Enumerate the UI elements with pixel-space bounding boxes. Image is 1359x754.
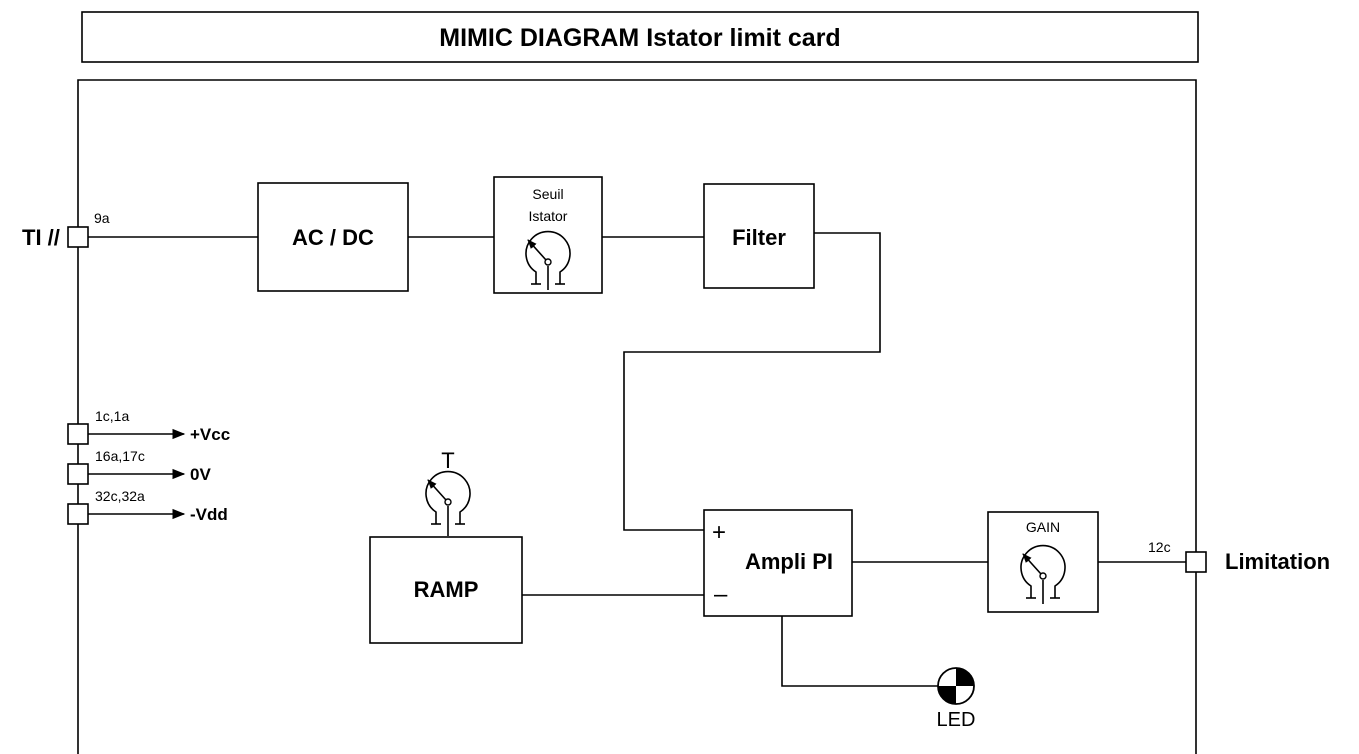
wire-ampli-led [781, 616, 938, 687]
led-label: LED [937, 709, 976, 731]
acdc-label: AC / DC [292, 225, 374, 250]
vdd-pin-label: 32c,32a [95, 488, 145, 504]
ramp-label: RAMP [414, 577, 479, 602]
ramp-potentiometer-icon [425, 470, 471, 536]
power-vdd: 32c,32a -Vdd [67, 488, 228, 525]
limitation-output-connector [1185, 551, 1207, 573]
gain-label: GAIN [1026, 519, 1060, 535]
diagram-title: MIMIC DIAGRAM Istator limit card [439, 24, 840, 52]
0v-signal-label: 0V [190, 465, 211, 484]
ti-input-connector [67, 226, 89, 248]
0v-pin-label: 16a,17c [95, 448, 145, 464]
ampli-minus-sign: – [714, 581, 728, 608]
output-pin-label: 12c [1148, 539, 1171, 555]
wire-filter-ampli [623, 232, 881, 531]
ampli-pi-label: Ampli PI [745, 549, 833, 574]
ampli-plus-sign: + [712, 519, 726, 546]
seuil-potentiometer-icon [525, 230, 571, 290]
title-banner [81, 11, 1199, 63]
vdd-signal-label: -Vdd [190, 505, 228, 524]
led-indicator-icon [937, 667, 975, 705]
filter-label: Filter [732, 225, 786, 250]
vcc-pin-label: 1c,1a [95, 408, 129, 424]
seuil-label-2: Istator [529, 208, 568, 224]
ti-input-label: TI // [22, 225, 60, 250]
ampli-pi-block [703, 509, 853, 617]
filter-block [703, 183, 815, 289]
gain-potentiometer-icon [1020, 544, 1066, 604]
acdc-block [257, 182, 409, 292]
card-outline [77, 79, 1197, 754]
vcc-signal-label: +Vcc [190, 425, 230, 444]
ramp-block [369, 536, 523, 644]
limitation-output-label: Limitation [1225, 549, 1330, 574]
power-vcc: 1c,1a +Vcc [67, 408, 230, 445]
seuil-label-1: Seuil [532, 186, 563, 202]
power-0v: 16a,17c 0V [67, 448, 211, 485]
ti-pin-label: 9a [94, 210, 110, 226]
ramp-pot-label: T [441, 448, 454, 473]
